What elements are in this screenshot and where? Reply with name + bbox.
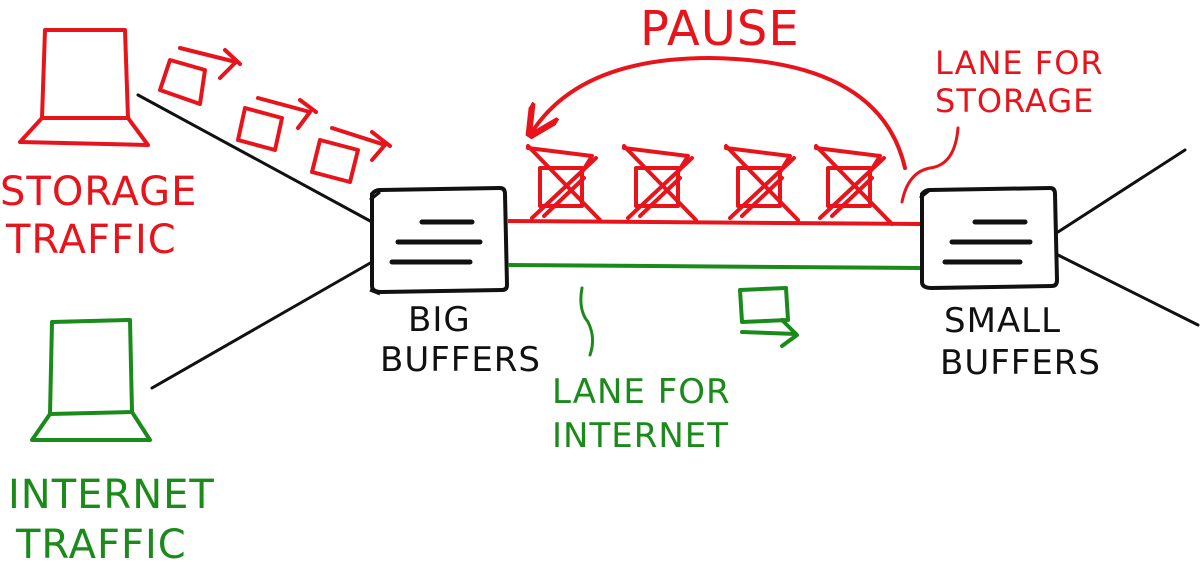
- packet-icon: [724, 144, 800, 222]
- wires: [136, 93, 1200, 390]
- storage-lane-line-1: LANE FOR: [935, 44, 1104, 82]
- packet-icon: [622, 144, 698, 222]
- big-buffers-line-1: BIG: [408, 300, 471, 340]
- small-buffers-line-1: SMALL: [944, 301, 1062, 341]
- big-buffers-line-2: BUFFERS: [380, 340, 542, 380]
- storage-lane-pointer: [900, 126, 960, 204]
- internet-lane-label: LANE FOR INTERNET: [552, 370, 731, 458]
- big-buffers-label: BIG BUFFERS: [380, 300, 541, 380]
- storage-packets: [158, 46, 392, 184]
- packet-icon: [526, 144, 602, 222]
- storage-traffic-label: STORAGE TRAFFIC: [0, 168, 197, 264]
- internet-lane-pointer: [579, 286, 595, 357]
- storage-lane-line-2: STORAGE: [935, 82, 1095, 120]
- internet-lane-line-1: LANE FOR: [552, 372, 731, 412]
- pause-label: PAUSE: [640, 1, 800, 57]
- internet-traffic-line-2: TRAFFIC: [16, 522, 187, 568]
- internet-packet-icon: [738, 286, 799, 348]
- packet-icon: [310, 126, 392, 184]
- storage-traffic-line-2: TRAFFIC: [6, 217, 177, 263]
- storage-computer-icon: [18, 28, 150, 147]
- packet-icon: [158, 46, 242, 106]
- storage-traffic-line-1: STORAGE: [0, 169, 198, 215]
- left-switch-icon: [369, 185, 510, 296]
- internet-computer-icon: [30, 318, 152, 442]
- storage-lane-line: [507, 219, 921, 226]
- small-buffers-label: SMALL BUFFERS: [940, 300, 1101, 384]
- packet-icon: [814, 144, 894, 226]
- internet-lane-line-2: INTERNET: [552, 416, 730, 456]
- pause-arrow: [532, 55, 907, 170]
- small-buffers-line-2: BUFFERS: [940, 343, 1102, 383]
- paused-storage-packets: [526, 144, 894, 226]
- internet-lane-line: [507, 263, 921, 270]
- packet-icon: [236, 96, 318, 152]
- right-switch-icon: [919, 185, 1060, 291]
- internet-traffic-line-1: INTERNET: [8, 472, 215, 518]
- storage-lane-label: LANE FOR STORAGE: [935, 44, 1104, 120]
- internet-traffic-label: INTERNET TRAFFIC: [8, 470, 215, 570]
